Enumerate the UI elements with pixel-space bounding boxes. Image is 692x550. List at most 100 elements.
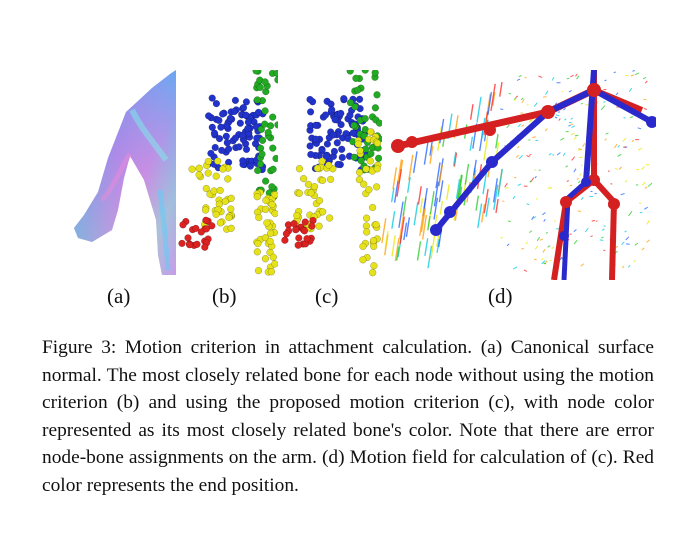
panel-c-nodes-with-criterion xyxy=(280,70,382,280)
motion-vector xyxy=(391,210,396,229)
graph-node xyxy=(261,78,269,86)
motion-vector xyxy=(526,155,530,158)
graph-node xyxy=(258,150,266,158)
graph-node xyxy=(263,219,271,227)
motion-vector xyxy=(549,186,553,190)
graph-node xyxy=(346,99,355,107)
graph-node xyxy=(212,99,221,108)
motion-vector xyxy=(644,80,648,84)
graph-node xyxy=(301,218,309,226)
motion-vector xyxy=(644,186,648,189)
graph-node xyxy=(370,262,378,270)
graph-node xyxy=(227,205,235,213)
graph-node xyxy=(362,165,370,173)
graph-node xyxy=(201,243,209,251)
motion-vector xyxy=(637,127,642,130)
motion-vector xyxy=(499,81,503,97)
motion-vector xyxy=(483,188,489,214)
graph-node xyxy=(322,152,330,160)
graph-node xyxy=(321,111,330,119)
graph-node xyxy=(366,157,374,165)
motion-vector xyxy=(637,147,643,151)
motion-vector xyxy=(512,266,518,270)
graph-node xyxy=(350,121,358,130)
graph-node xyxy=(269,253,277,261)
motion-vector xyxy=(536,236,541,242)
motion-vector xyxy=(570,74,574,78)
graph-node xyxy=(269,113,277,121)
motion-vector xyxy=(436,238,440,253)
motion-vector xyxy=(396,246,400,261)
graph-node xyxy=(253,96,261,104)
motion-vector xyxy=(547,245,551,248)
graph-node xyxy=(218,146,226,155)
motion-vector xyxy=(628,87,633,92)
graph-node xyxy=(300,227,309,235)
motion-vector xyxy=(408,154,414,181)
motion-vector xyxy=(542,248,546,253)
graph-node xyxy=(295,234,303,242)
graph-node xyxy=(372,183,381,191)
motion-vector xyxy=(391,235,396,257)
motion-vector xyxy=(483,136,489,161)
motion-vector xyxy=(512,195,516,200)
motion-vector xyxy=(521,98,525,104)
motion-vector xyxy=(604,79,607,82)
graph-node xyxy=(315,196,324,205)
motion-vector xyxy=(563,107,566,111)
graph-node xyxy=(323,140,332,148)
graph-node xyxy=(375,119,382,127)
graph-node xyxy=(261,107,269,115)
motion-vector xyxy=(495,133,499,149)
motion-vector xyxy=(573,229,577,233)
motion-vector xyxy=(534,245,539,250)
graph-node xyxy=(218,110,227,118)
graph-node xyxy=(328,106,336,114)
graph-node xyxy=(266,248,274,257)
graph-node xyxy=(271,191,278,199)
motion-vector xyxy=(555,114,560,117)
graph-node xyxy=(306,95,314,104)
graph-node xyxy=(239,104,248,112)
motion-vector xyxy=(419,209,425,236)
graph-node xyxy=(242,98,251,106)
motion-vector xyxy=(624,179,628,183)
motion-vector xyxy=(534,258,537,261)
graph-node xyxy=(236,119,244,127)
motion-vector xyxy=(600,105,606,111)
graph-node xyxy=(351,103,359,111)
graph-node xyxy=(325,214,334,222)
graph-node xyxy=(204,112,213,120)
motion-vector xyxy=(455,178,461,200)
graph-node xyxy=(254,108,263,117)
graph-node xyxy=(271,209,278,218)
motion-vector xyxy=(580,102,583,105)
motion-vector xyxy=(568,90,572,93)
graph-node xyxy=(239,157,247,165)
motion-vector xyxy=(412,151,418,174)
motion-vector xyxy=(515,95,519,99)
motion-vector xyxy=(521,124,525,127)
graph-node xyxy=(267,268,276,276)
graph-node xyxy=(193,240,201,248)
graph-node xyxy=(363,228,371,236)
motion-vector xyxy=(453,151,457,166)
motion-vector xyxy=(514,176,517,179)
motion-vector xyxy=(523,269,528,272)
graph-node xyxy=(274,121,278,129)
motion-vector xyxy=(604,138,607,141)
graph-node xyxy=(338,153,346,162)
graph-node xyxy=(242,145,251,154)
graph-node xyxy=(326,175,335,184)
graph-node xyxy=(356,146,364,155)
motion-vector xyxy=(615,92,619,96)
motion-vector xyxy=(623,146,626,148)
motion-vector xyxy=(497,168,503,197)
motion-vector xyxy=(397,159,403,182)
graph-node xyxy=(334,160,342,169)
graph-node xyxy=(216,219,225,227)
graph-node xyxy=(350,153,358,161)
motion-vector xyxy=(580,164,583,167)
graph-node xyxy=(204,157,212,166)
motion-vector xyxy=(490,83,496,111)
